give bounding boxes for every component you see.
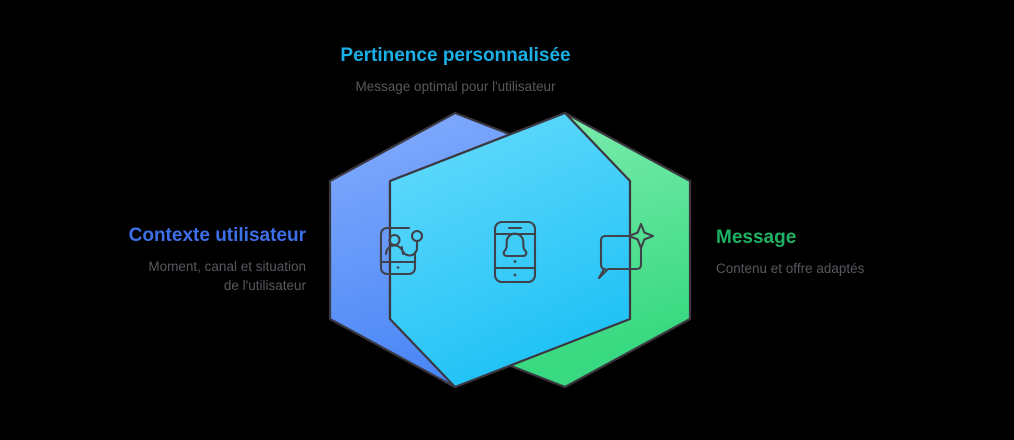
phone-bell-notification-icon xyxy=(493,220,537,284)
label-subtitle-line: Moment, canal et situation xyxy=(148,259,306,274)
label-title-message: Message xyxy=(716,227,797,248)
label-message: Message Contenu et offre adaptés xyxy=(716,226,1006,278)
label-title-pertinence-personnalisee: Pertinence personnalisée xyxy=(340,45,571,66)
speech-bubble-sparkle-icon xyxy=(597,222,655,280)
label-subtitle-line: Contenu et offre adaptés xyxy=(716,261,865,276)
label-subtitle-message: Contenu et offre adaptés xyxy=(716,259,1006,278)
label-subtitle-line: Message optimal pour l'utilisateur xyxy=(355,79,556,94)
label-subtitle-pertinence-personnalisee: Message optimal pour l'utilisateur xyxy=(307,77,604,96)
label-contexte-utilisateur: Contexte utilisateur Moment, canal et si… xyxy=(24,224,306,295)
label-pertinence-personnalisee: Pertinence personnalisée Message optimal… xyxy=(307,44,604,96)
label-subtitle-line: de l'utilisateur xyxy=(223,278,306,293)
label-subtitle-contexte-utilisateur: Moment, canal et situation de l'utilisat… xyxy=(24,257,306,295)
phone-user-network-icon xyxy=(379,226,424,276)
label-title-contexte-utilisateur: Contexte utilisateur xyxy=(128,225,306,246)
hexagon-intersection-pertinence xyxy=(388,111,632,389)
